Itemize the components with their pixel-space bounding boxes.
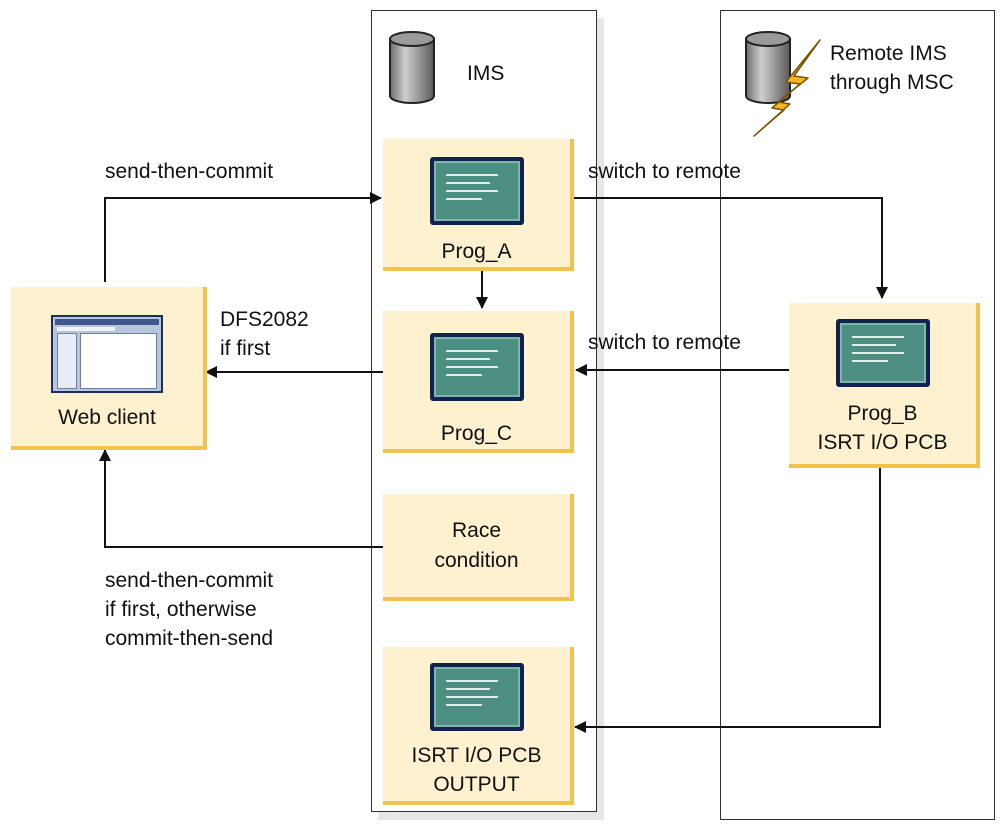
- prog-b-label-line2: ISRT I/O PCB: [817, 431, 948, 454]
- race-label-line2: condition: [434, 548, 519, 572]
- remote-label-line2: through MSC: [830, 71, 954, 94]
- terminal-screen-icon: [429, 157, 524, 225]
- label-switch-remote-2: switch to remote: [588, 331, 741, 354]
- output-label-line2: OUTPUT: [433, 773, 520, 796]
- label-race-note-2: if first, otherwise: [105, 598, 257, 621]
- output-label-line1: ISRT I/O PCB: [411, 744, 542, 767]
- lightning-bolt-icon: [753, 39, 821, 137]
- race-condition-node: Race condition: [383, 494, 574, 601]
- label-race-note-1: send-then-commit: [105, 569, 274, 592]
- terminal-screen-icon: [429, 333, 524, 401]
- terminal-screen-icon: [429, 663, 524, 731]
- prog-a-label: Prog_A: [441, 240, 512, 263]
- edge-race-to-webclient: [99, 449, 383, 548]
- web-client-label: Web client: [58, 406, 156, 429]
- terminal-screen-icon: [835, 319, 930, 387]
- label-send-then-commit: send-then-commit: [105, 160, 274, 183]
- label-if-first: if first: [220, 337, 271, 360]
- remote-database-icon: [745, 31, 791, 104]
- web-client-node: Web client: [11, 287, 207, 450]
- edge-progB-to-output: [574, 467, 881, 733]
- isrt-output-node: ISRT I/O PCB OUTPUT: [383, 647, 574, 805]
- prog-a-node: Prog_A: [383, 139, 574, 271]
- label-race-note-3: commit-then-send: [105, 627, 274, 650]
- ims-label: IMS: [467, 62, 505, 85]
- remote-label-line1: Remote IMS: [830, 42, 947, 65]
- browser-window-icon: [51, 315, 163, 393]
- edge-send-then-commit: [104, 192, 382, 282]
- prog-c-node: Prog_C: [383, 311, 574, 453]
- prog-c-label: Prog_C: [440, 422, 513, 445]
- edge-progA-to-progB: [570, 197, 888, 299]
- prog-b-node: Prog_B ISRT I/O PCB: [789, 303, 980, 468]
- prog-b-label-line1: Prog_B: [847, 402, 918, 425]
- ims-database-icon: [389, 31, 435, 104]
- race-label-line1: Race: [451, 518, 502, 542]
- label-dfs2082: DFS2082: [220, 308, 309, 331]
- label-switch-remote-1: switch to remote: [588, 160, 741, 183]
